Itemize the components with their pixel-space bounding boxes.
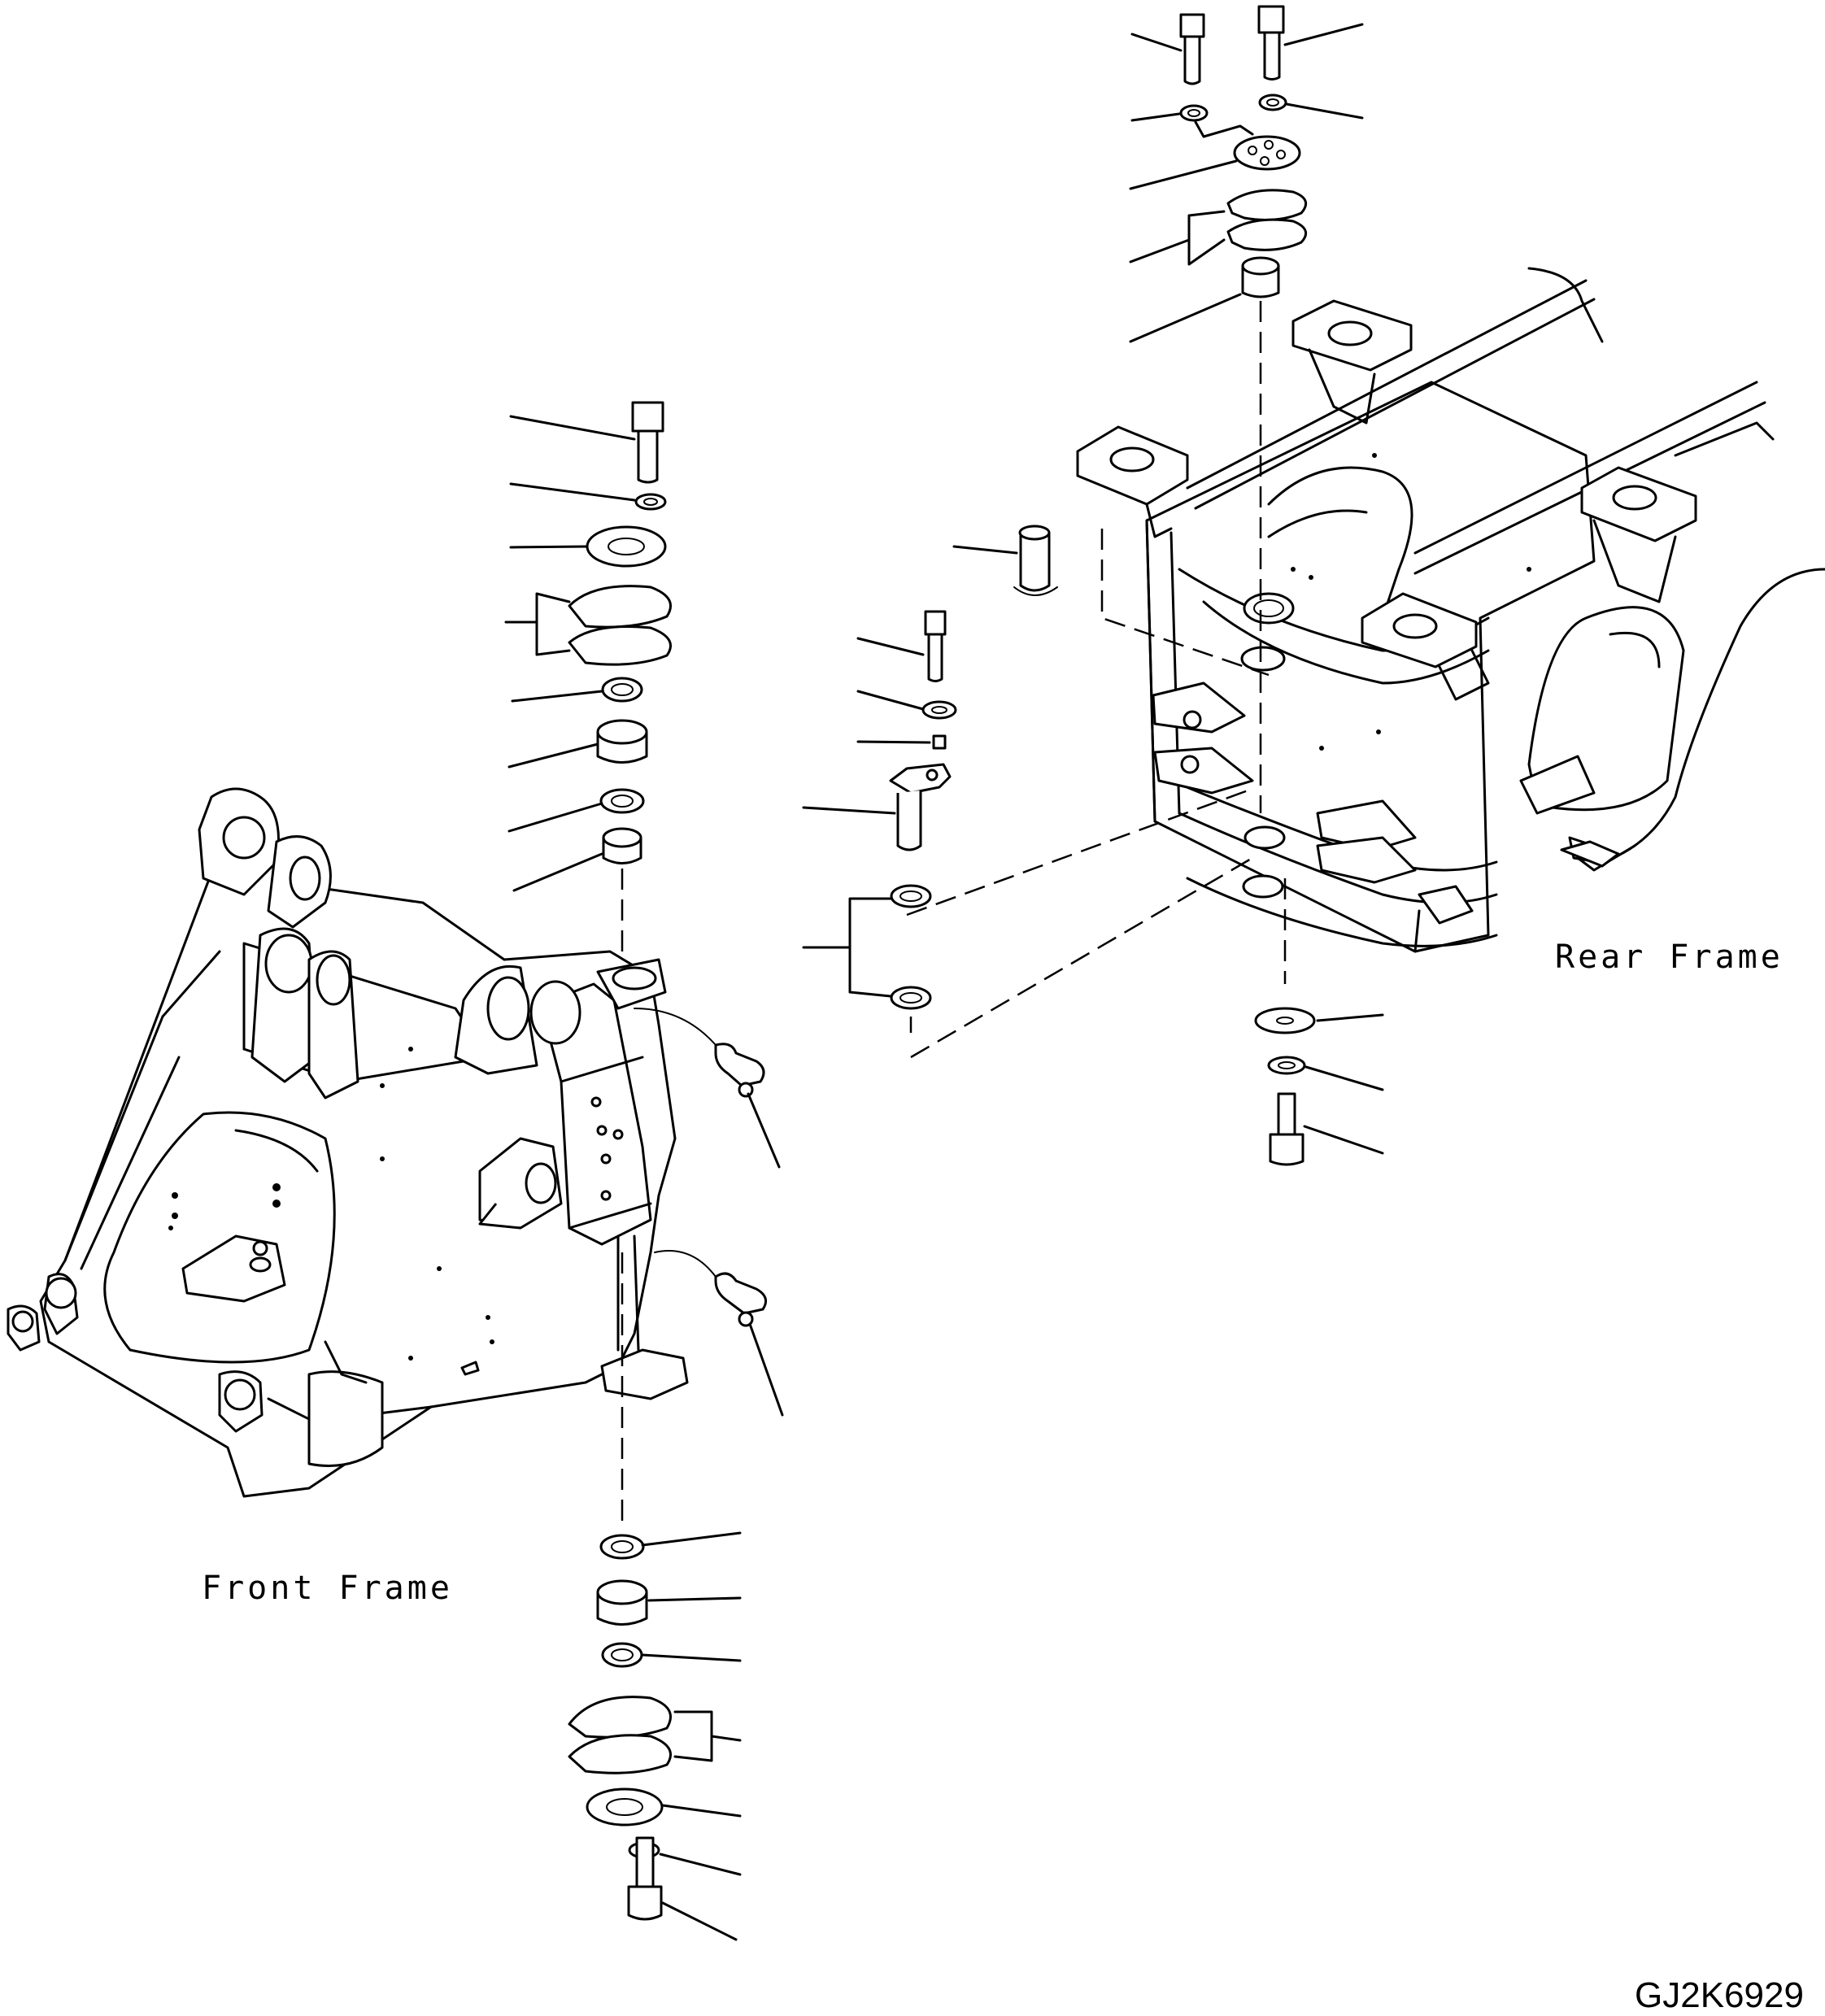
- grease-fitting-lower: [654, 1250, 784, 1417]
- mount-pad-center: [1361, 592, 1490, 701]
- grease-fitting-upper: [634, 1008, 781, 1169]
- front-frame-drawing: [7, 787, 689, 1498]
- mount-pad-top: [1291, 299, 1413, 425]
- front-frame-label: Front Frame: [202, 1570, 453, 1607]
- mount-pad-right: [1580, 466, 1697, 603]
- rear-frame-pin-stack: [802, 525, 1270, 1059]
- mount-pad-left: [1076, 425, 1189, 538]
- rear-frame-drawing: [1076, 267, 1825, 953]
- rear-frame-label: Rear Frame: [1555, 938, 1784, 976]
- drawing-code: GJ2K6929: [1635, 1975, 1804, 2015]
- front-frame-pin-stack: [504, 401, 742, 1941]
- rear-upper-hardware: [1129, 5, 1384, 1166]
